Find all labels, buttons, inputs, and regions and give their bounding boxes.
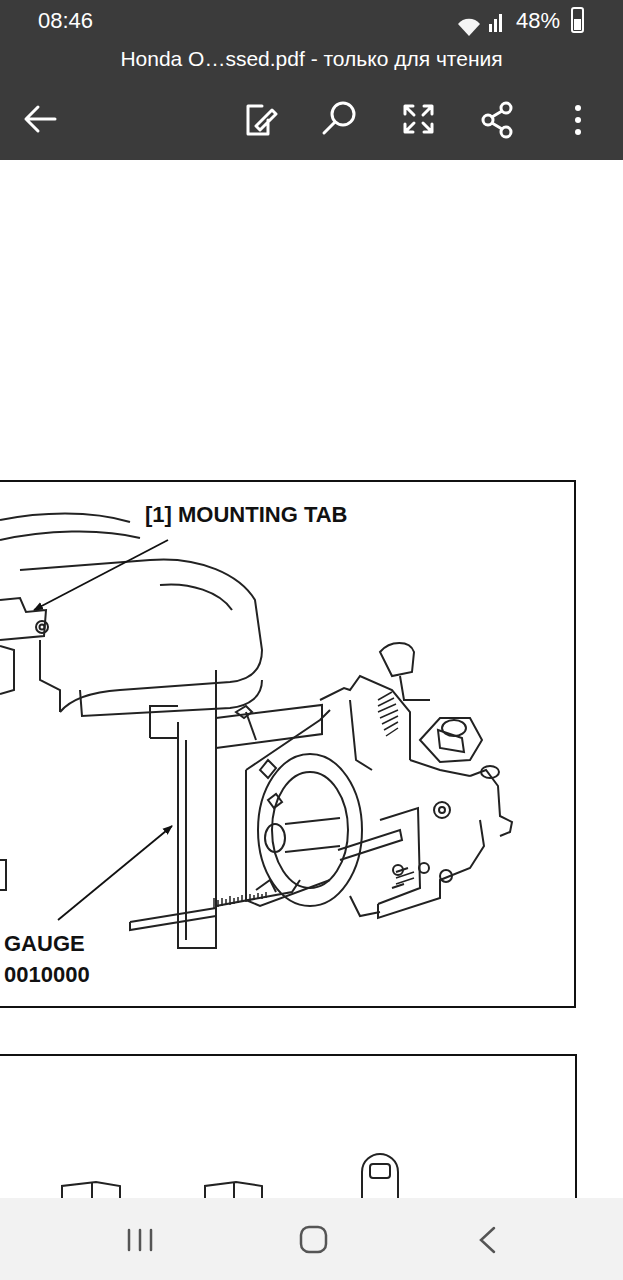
app-bar	[0, 0, 623, 160]
next-figure-fragment	[62, 1154, 398, 1198]
leader-line	[58, 826, 172, 920]
figure-frame	[0, 1055, 576, 1200]
document-title: Honda O…ssed.pdf - только для чтения	[12, 47, 611, 71]
carburetor-body	[236, 643, 512, 918]
figure-frame	[0, 481, 575, 1007]
spring-coil	[378, 692, 414, 884]
float-level-gauge	[130, 670, 322, 948]
status-icons	[458, 8, 583, 36]
part-name: GAUGE	[4, 931, 85, 956]
battery-level: 48%	[516, 8, 560, 33]
toolbar-icons	[26, 103, 511, 137]
part-number: 0010000	[4, 962, 90, 987]
status-time: 08:46	[38, 8, 93, 33]
nav-bar	[0, 1198, 623, 1280]
nav-icons	[129, 1227, 494, 1252]
air-cleaner-housing	[0, 514, 262, 891]
callout-label: [1] MOUNTING TAB	[145, 502, 347, 527]
leader-line	[34, 540, 168, 610]
menu-dots	[575, 105, 581, 135]
